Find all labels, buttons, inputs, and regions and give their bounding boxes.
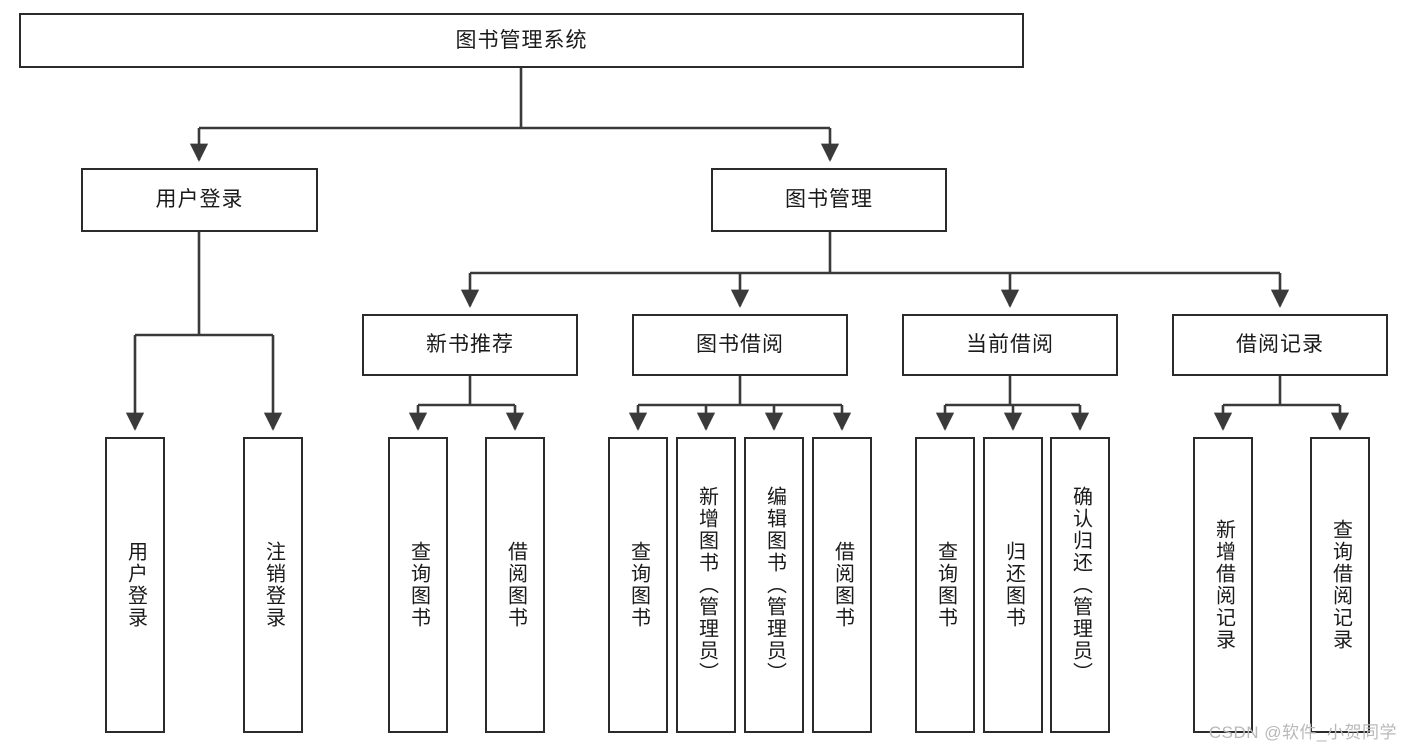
node-new-book-rec[interactable]: 新书推荐 <box>362 314 578 376</box>
node-leaf-query-book-1-label: 查询图书 <box>407 541 430 629</box>
node-user-login-label: 用户登录 <box>155 188 244 212</box>
node-leaf-query-record-label: 查询借阅记录 <box>1329 519 1352 651</box>
node-leaf-user-login[interactable]: 用户登录 <box>105 437 165 733</box>
node-leaf-return-book-label: 归还图书 <box>1002 541 1025 629</box>
node-root-label: 图书管理系统 <box>455 28 588 52</box>
node-leaf-query-record[interactable]: 查询借阅记录 <box>1310 437 1370 733</box>
node-leaf-edit-book-label: 编辑图书（管理员） <box>763 486 786 684</box>
node-leaf-query-book-1[interactable]: 查询图书 <box>388 437 448 733</box>
node-current-borrow[interactable]: 当前借阅 <box>902 314 1118 376</box>
node-leaf-edit-book[interactable]: 编辑图书（管理员） <box>744 437 804 733</box>
node-root[interactable]: 图书管理系统 <box>19 13 1024 68</box>
node-leaf-add-book[interactable]: 新增图书（管理员） <box>676 437 736 733</box>
node-book-borrow-label: 图书借阅 <box>696 333 784 357</box>
node-borrow-record[interactable]: 借阅记录 <box>1172 314 1388 376</box>
node-leaf-confirm-return[interactable]: 确认归还（管理员） <box>1050 437 1110 733</box>
node-leaf-return-book[interactable]: 归还图书 <box>983 437 1043 733</box>
node-book-borrow[interactable]: 图书借阅 <box>632 314 848 376</box>
node-borrow-record-label: 借阅记录 <box>1236 333 1324 357</box>
node-leaf-add-record[interactable]: 新增借阅记录 <box>1193 437 1253 733</box>
node-leaf-add-record-label: 新增借阅记录 <box>1212 519 1235 651</box>
node-book-manage[interactable]: 图书管理 <box>711 168 947 232</box>
node-leaf-query-book-3[interactable]: 查询图书 <box>915 437 975 733</box>
node-leaf-add-book-label: 新增图书（管理员） <box>695 486 718 684</box>
watermark-text: CSDN @软件_小贺同学 <box>1208 723 1397 742</box>
node-leaf-query-book-2[interactable]: 查询图书 <box>608 437 668 733</box>
node-leaf-borrow-book-2[interactable]: 借阅图书 <box>812 437 872 733</box>
node-leaf-borrow-book-1-label: 借阅图书 <box>504 541 527 629</box>
node-leaf-user-logout[interactable]: 注销登录 <box>243 437 303 733</box>
node-leaf-borrow-book-2-label: 借阅图书 <box>831 541 854 629</box>
node-user-login[interactable]: 用户登录 <box>81 168 318 232</box>
node-leaf-query-book-2-label: 查询图书 <box>627 541 650 629</box>
node-leaf-user-login-label: 用户登录 <box>124 541 147 629</box>
node-new-book-rec-label: 新书推荐 <box>426 333 514 357</box>
node-leaf-borrow-book-1[interactable]: 借阅图书 <box>485 437 545 733</box>
node-current-borrow-label: 当前借阅 <box>966 333 1054 357</box>
node-leaf-query-book-3-label: 查询图书 <box>934 541 957 629</box>
node-leaf-confirm-return-label: 确认归还（管理员） <box>1069 486 1092 684</box>
node-leaf-user-logout-label: 注销登录 <box>262 541 285 629</box>
node-book-manage-label: 图书管理 <box>785 188 873 212</box>
